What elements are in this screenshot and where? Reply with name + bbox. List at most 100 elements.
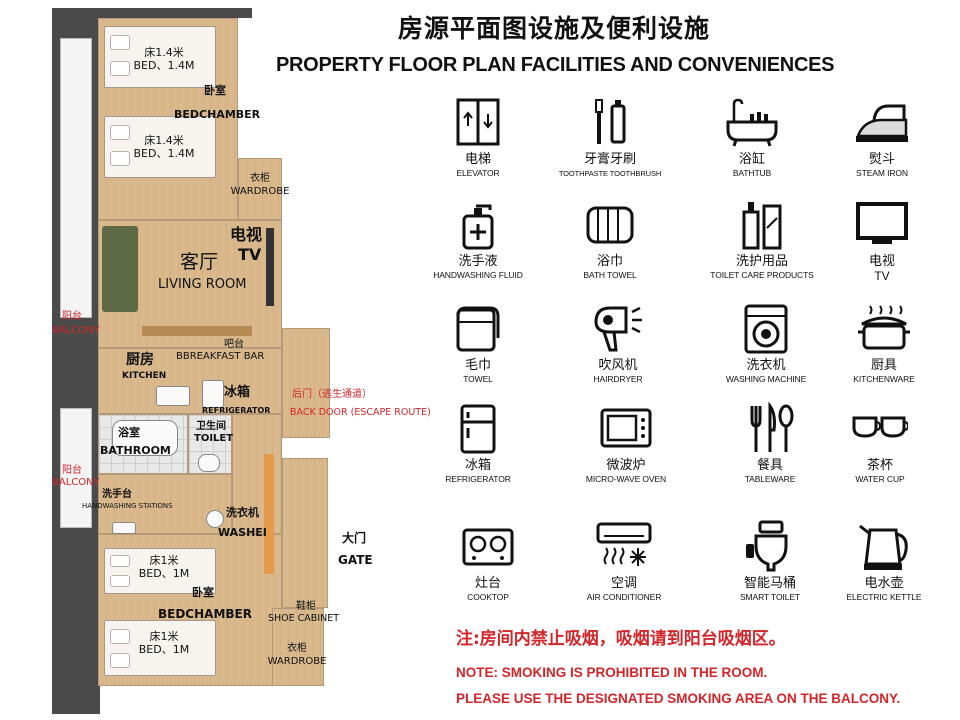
shoe-cabinet-cn: 鞋柜 [296, 601, 316, 612]
amenity-toiletries-en: TOILET CARE PRODUCTS [710, 270, 814, 280]
amenity-air-conditioner-cn: 空调 [610, 576, 637, 591]
toothbrush-icon [595, 99, 626, 144]
bed-bottom-1 [104, 548, 216, 594]
amenity-microwave-en: MICRO-WAVE OVEN [585, 474, 667, 484]
page-title-cn: 房源平面图设施及便利设施 [398, 14, 711, 43]
microwave-icon [600, 408, 652, 448]
amenity-refrigerator: 冰箱 REFRIGERATOR [416, 402, 540, 498]
amenity-tv-en: TV [874, 269, 890, 283]
balcony-upper [60, 38, 92, 318]
bed-top-2-en: BED、1.4M [133, 147, 195, 160]
bedroom-bottom-en: BEDCHAMBER [158, 607, 252, 621]
amenity-smart-toilet-en: SMART TOILET [739, 592, 801, 602]
balcony-1-en: BALCONY [52, 325, 100, 336]
amenity-tea-cup-cn: 茶杯 [866, 458, 893, 473]
air-conditioner-icon [596, 522, 652, 566]
bedroom-top-cn: 卧室 [204, 84, 226, 97]
amenity-elevator-cn: 电梯 [464, 152, 491, 167]
amenity-handwash-fluid-en: HANDWASHING FLUID [433, 270, 523, 280]
kitchen-area [98, 348, 282, 414]
amenity-bath-towel-cn: 浴巾 [596, 254, 623, 269]
amenity-air-conditioner: 空调 AIR CONDITIONER [562, 520, 686, 616]
fridge-unit [202, 380, 224, 408]
amenity-kitchenware-en: KITCHENWARE [853, 374, 915, 384]
cooktop-icon [462, 528, 514, 566]
bar-cn: 吧台 [224, 339, 244, 350]
bathtub [112, 420, 178, 456]
amenity-handwash-fluid-cn: 洗手液 [458, 254, 498, 269]
amenity-tea-cup-en: WATER CUP [855, 474, 905, 484]
wardrobe-top-cn: 衣柜 [250, 173, 270, 184]
amenity-towel-cn: 毛巾 [464, 358, 491, 373]
bedroom-top-en: BEDCHAMBER [174, 108, 261, 121]
amenity-microwave-cn: 微波炉 [606, 458, 646, 473]
elevator-icon [456, 98, 500, 146]
amenity-smart-toilet: 智能马桶 SMART TOILET [708, 520, 832, 616]
toilet-bowl [198, 454, 220, 472]
amenity-electric-kettle: 电水壶 ELECTRIC KETTLE [822, 520, 946, 616]
washer-en: WASHEI [218, 526, 267, 539]
shoe-cabinet-en: SHOE CABINET [268, 613, 340, 624]
amenity-washing-machine-en: WASHING MACHINE [725, 374, 807, 384]
tv-en: TV [238, 245, 262, 264]
amenity-tableware: 餐具 TABLEWARE [708, 402, 832, 498]
amenity-tableware-cn: 餐具 [756, 458, 783, 473]
wardrobe-bottom [272, 608, 324, 686]
amenity-toothbrush-cn: 牙膏牙刷 [583, 152, 636, 167]
amenity-cooktop: 灶台 COOKTOP [426, 520, 550, 616]
outer-wall-top [92, 8, 252, 18]
toiletries-icon [742, 202, 782, 250]
breakfast-bar [142, 326, 252, 336]
handwash-cn: 洗手台 [102, 489, 132, 500]
living-room-cn: 客厅 [180, 251, 219, 273]
kitchen-sink [156, 386, 190, 406]
amenity-cooktop-cn: 灶台 [474, 576, 501, 591]
fridge-cn: 冰箱 [224, 385, 251, 400]
amenity-air-conditioner-en: AIR CONDITIONER [586, 592, 662, 602]
amenity-elevator-en: ELEVATOR [456, 168, 500, 178]
entry-door [264, 454, 274, 574]
bed-top-1-label: 床1.4米 BED、1.4M [114, 46, 214, 72]
tableware-icon [750, 402, 794, 452]
soap-dispenser-icon [462, 204, 494, 250]
back-door-hall [282, 328, 330, 438]
floor-plan: 床1.4米 BED、1.4M 卧室 BEDCHAMBER 床1.4米 BED、1… [52, 8, 431, 714]
amenity-bath-towel-en: BATH TOWEL [583, 270, 637, 280]
amenity-iron-en: STEAM IRON [856, 168, 908, 178]
tv-stand [266, 228, 274, 306]
toilet-area [188, 414, 232, 474]
amenity-hairdryer-cn: 吹风机 [598, 358, 638, 373]
kitchen-en: KITCHEN [122, 371, 167, 381]
bed-bottom-2-cn: 床1米 [149, 630, 179, 643]
amenity-elevator: 电梯 ELEVATOR [416, 96, 540, 192]
kitchen-cn: 厨房 [126, 352, 154, 368]
washing-machine-icon [744, 304, 788, 354]
wardrobe-bottom-en: WARDROBE [267, 656, 327, 667]
bed-top-1 [104, 26, 216, 88]
bed-top-1-cn: 床1.4米 [144, 46, 184, 59]
amenity-toothbrush-en: TOOTHPASTE TOOTHBRUSH [558, 169, 662, 178]
amenity-hairdryer: 吹风机 HAIRDRYER [556, 302, 680, 398]
back-door-en: BACK DOOR (ESCAPE ROUTE) [290, 407, 431, 418]
amenity-washing-machine-cn: 洗衣机 [746, 358, 786, 373]
amenity-smart-toilet-cn: 智能马桶 [743, 576, 796, 591]
amenity-cooktop-en: COOKTOP [467, 592, 509, 602]
bed-bottom-1-en: BED、1M [138, 567, 190, 580]
balcony-1-cn: 阳台 [62, 311, 82, 322]
washer-cn: 洗衣机 [226, 506, 259, 519]
bed-bottom-2-label: 床1米 BED、1M [114, 630, 214, 656]
wardrobe-top-en: WARDROBE [230, 186, 290, 197]
amenity-tv-cn: 电视 [868, 254, 895, 269]
tv-icon [856, 202, 908, 244]
entry-cabinets [282, 458, 328, 608]
handwash-en: HANDWASHING STATIONS [82, 502, 173, 510]
amenity-electric-kettle-cn: 电水壶 [864, 576, 904, 591]
fridge-en: REFRIGERATOR [202, 406, 271, 415]
bed-bottom-2-en: BED、1M [138, 643, 190, 656]
amenity-refrigerator-cn: 冰箱 [464, 458, 491, 473]
wardrobe-bottom-label: 衣柜 WARDROBE [266, 642, 328, 668]
wardrobe-top-label: 衣柜 WARDROBE [228, 172, 292, 198]
balcony-lower [60, 408, 92, 528]
bed-bottom-2 [104, 620, 216, 676]
amenity-washing-machine: 洗衣机 WASHING MACHINE [704, 302, 828, 398]
